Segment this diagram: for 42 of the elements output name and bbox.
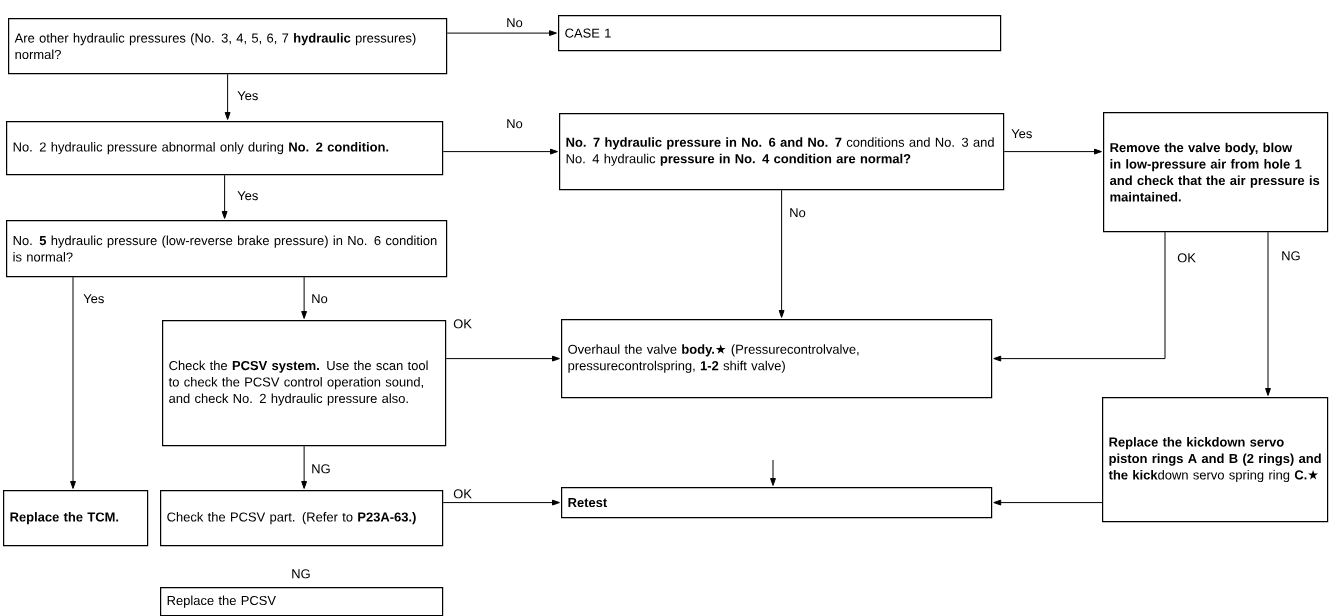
- arrow: [442, 148, 558, 155]
- edge-label: Yes: [82, 293, 106, 305]
- edge-label: OK: [452, 488, 473, 500]
- step-box: No. 2 hydraulic pressure abnormal only during No. 2 condition.: [6, 121, 444, 176]
- question-box: No. 5 hydraulic pressure (low-reverse brake pressure) in No. 6 condition is normal?: [6, 220, 448, 278]
- arrow: [1265, 231, 1271, 396]
- edge-label: OK: [1176, 252, 1197, 264]
- arrow: [70, 276, 76, 489]
- arrow: [446, 30, 557, 37]
- arrow: [301, 276, 308, 319]
- edge-label: No: [505, 17, 524, 29]
- edge-label: Yes: [1010, 128, 1034, 140]
- step-box: No. 7 hydraulic pressure in No. 6 and No. 7 conditions and No. 3 and No. 4 hydraulic pressure in No. 4 condition are normal?: [559, 113, 1005, 191]
- edge-label: Yes: [236, 90, 260, 102]
- question-box: Are other hydraulic pressures (No. 3, 4, 5, 6, 7 hydraulic pressures) normal?: [8, 18, 448, 75]
- edge-label: Yes: [236, 190, 260, 202]
- arrow: [770, 459, 776, 486]
- arrow: [778, 189, 785, 318]
- edge-label: No: [505, 118, 524, 130]
- edge-label: No: [788, 207, 807, 219]
- arrow: [993, 231, 1166, 362]
- arrow: [993, 499, 1103, 506]
- arrow: [224, 73, 231, 120]
- edge-label: NG: [1280, 250, 1302, 262]
- edge-label: NG: [310, 463, 332, 475]
- step-box: Retest: [561, 487, 993, 519]
- branch-label: NG: [292, 569, 310, 579]
- arrow: [1003, 148, 1102, 155]
- arrow: [221, 174, 228, 219]
- step-box: Remove the valve body, blow in low-pressure air from hole 1 and check that the air pressure is maintained.: [1103, 112, 1329, 233]
- step-box: Replace the TCM.: [3, 490, 149, 547]
- step-box: Replace the PCSV: [160, 587, 444, 616]
- step-box: Overhaul the valve body.★ (Pressurecontrolvalve, pressurecontrolspring, 1-2 shift valve): [561, 319, 993, 399]
- step-box: Replace the kickdown servo piston rings A and B (2 rings) and the kickdown servo spring ring C.★: [1102, 397, 1329, 523]
- step-box: Check the PCSV system. Use the scan tool to check the PCSV control operation sound, and check No. 2 hydraulic pressure also.: [162, 320, 447, 447]
- edge-label: No: [310, 293, 329, 305]
- step-box: Check the PCSV part. (Refer to P23A-63.): [160, 490, 444, 547]
- arrow: [301, 445, 308, 489]
- step-box: CASE 1: [558, 15, 1002, 52]
- arrow: [445, 355, 560, 362]
- edge-label: OK: [452, 318, 473, 330]
- arrow: [442, 499, 560, 506]
